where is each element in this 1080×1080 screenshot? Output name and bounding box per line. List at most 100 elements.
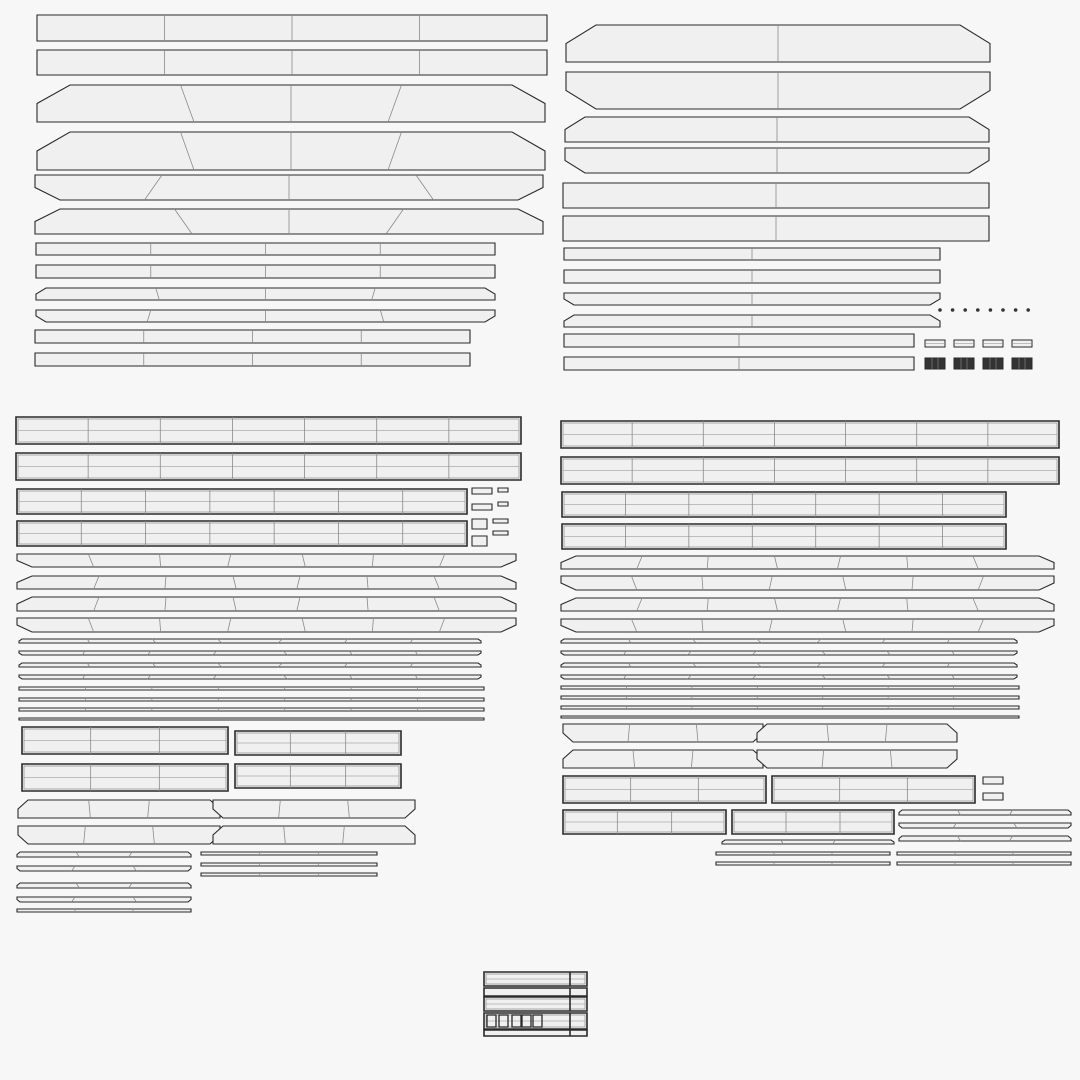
uv-dot	[938, 308, 942, 312]
uv-seam	[627, 638, 632, 644]
uv-seam	[409, 638, 414, 644]
uv-seam	[296, 575, 301, 590]
uv-dark-block	[953, 357, 975, 370]
uv-seam	[1013, 822, 1018, 829]
uv-seam	[623, 674, 627, 680]
uv-seam	[832, 839, 836, 845]
uv-seam	[774, 597, 778, 612]
uv-seam	[146, 309, 152, 323]
uv-seam	[627, 723, 631, 743]
uv-seam	[842, 575, 847, 591]
uv-seam	[212, 650, 218, 656]
uv-seam	[951, 674, 955, 680]
uv-seam	[282, 674, 288, 680]
uv-seam	[751, 674, 757, 680]
uv-island	[756, 749, 958, 769]
uv-seam	[212, 674, 218, 680]
uv-island	[898, 809, 1072, 816]
uv-seam	[152, 825, 155, 845]
uv-seam	[906, 555, 909, 570]
uv-island	[560, 555, 1055, 570]
uv-seam	[751, 650, 757, 656]
uv-island	[982, 776, 1004, 785]
uv-seam	[816, 638, 822, 644]
uv-seam	[946, 662, 951, 668]
uv-island	[471, 487, 493, 495]
uv-seam	[278, 799, 281, 819]
uv-seam	[768, 618, 773, 633]
uv-island	[560, 685, 1020, 690]
uv-seam	[780, 839, 784, 845]
uv-island	[560, 695, 1020, 700]
uv-island	[560, 638, 1018, 644]
uv-island	[18, 674, 482, 680]
uv-seam	[821, 650, 827, 656]
uv-seam	[387, 84, 402, 123]
uv-seam	[83, 825, 86, 845]
uv-island	[898, 835, 1072, 842]
uv-seam	[1009, 809, 1014, 816]
uv-dot	[988, 308, 993, 312]
uv-seam	[227, 553, 232, 568]
uv-seam	[81, 650, 86, 656]
uv-island	[17, 825, 221, 845]
uv-seam	[881, 662, 886, 668]
uv-seam	[283, 825, 286, 845]
uv-seam	[433, 575, 440, 590]
uv-island	[560, 650, 1018, 656]
uv-seam	[821, 749, 825, 769]
uv-seam	[277, 638, 283, 644]
uv-seam	[826, 723, 830, 743]
uv-island	[715, 861, 891, 866]
uv-seam	[631, 575, 638, 591]
uv-seam	[301, 553, 306, 568]
uv-seam	[972, 597, 979, 612]
uv-seam	[71, 896, 76, 903]
uv-dot	[1026, 308, 1030, 312]
uv-seam	[952, 822, 957, 829]
uv-island	[16, 617, 517, 633]
uv-seam	[128, 851, 133, 858]
uv-seam	[132, 865, 137, 872]
uv-seam	[164, 575, 167, 590]
uv-seam	[132, 896, 137, 903]
uv-dark-block	[924, 357, 946, 370]
uv-seam	[884, 723, 888, 743]
uv-island	[16, 896, 192, 903]
uv-seam	[366, 596, 369, 612]
uv-island	[200, 872, 378, 877]
uv-island	[16, 596, 517, 612]
uv-seam	[217, 638, 223, 644]
uv-island	[18, 686, 485, 691]
uv-seam	[756, 638, 762, 644]
uv-seam	[636, 555, 643, 570]
uv-seam	[768, 575, 773, 591]
uv-seam	[756, 662, 762, 668]
uv-seam	[956, 835, 961, 842]
uv-dot	[1001, 308, 1005, 312]
uv-seam	[155, 287, 160, 301]
uv-island	[16, 851, 192, 858]
uv-seam	[159, 553, 162, 568]
uv-seam	[415, 174, 434, 201]
uv-seam	[348, 674, 353, 680]
uv-island	[896, 861, 1072, 866]
uv-seam	[627, 662, 632, 668]
uv-island	[483, 1029, 588, 1037]
uv-island	[982, 792, 1004, 801]
uv-seam	[631, 618, 638, 633]
uv-seam	[282, 650, 288, 656]
uv-seam	[972, 555, 979, 570]
uv-seam	[343, 662, 349, 668]
uv-seam	[385, 208, 404, 235]
uv-seam	[438, 553, 446, 568]
uv-island	[497, 487, 509, 493]
uv-island	[18, 717, 485, 721]
uv-island-small	[521, 1014, 532, 1028]
uv-seam	[414, 650, 419, 656]
uv-island	[16, 575, 517, 590]
uv-seam	[93, 575, 100, 590]
uv-seam	[296, 596, 301, 612]
uv-seam	[687, 650, 692, 656]
